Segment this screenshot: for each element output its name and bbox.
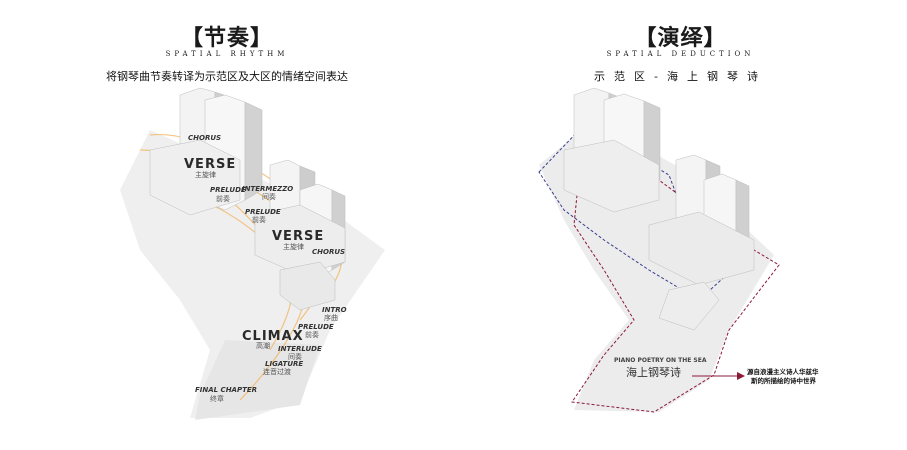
- label-verse-1-cn: 主旋律: [195, 170, 216, 179]
- sea-poem-boundary-red: [571, 124, 780, 413]
- label-intermezzo-cn: 间奏: [262, 192, 276, 201]
- label-chorus-1: CHORUS: [188, 134, 221, 142]
- rhythm-panel: 【节奏】 SPATIAL RHYTHM 将钢琴曲节奏转译为示范区及大区的情绪空间…: [106, 25, 385, 420]
- piano-poetry-label-en: PIANO POETRY ON THE SEA: [614, 357, 707, 364]
- rhythm-subtitle-cn: 将钢琴曲节奏转译为示范区及大区的情绪空间表达: [106, 70, 348, 83]
- deduction-panel: 【演绎】 SPATIAL DEDUCTION 示范区-海上钢琴诗 PIANO P…: [454, 0, 907, 450]
- label-prelude-1-cn: 前奏: [216, 194, 230, 203]
- deduction-subtitle-en: SPATIAL DEDUCTION: [606, 50, 755, 58]
- label-interlude-cn: 间奏: [288, 352, 302, 361]
- rhythm-subtitle-en: SPATIAL RHYTHM: [165, 50, 289, 58]
- rhythm-title: 【节奏】: [180, 25, 273, 51]
- deduction-buildings: [563, 87, 755, 331]
- label-ligature-cn: 连音过渡: [263, 367, 291, 376]
- label-verse-2-cn: 主旋律: [283, 242, 304, 251]
- label-prelude-3: PRELUDE: [298, 323, 334, 331]
- label-chorus-2: CHORUS: [312, 248, 345, 256]
- deduction-title: 【演绎】: [634, 25, 727, 51]
- label-verse-1: VERSE: [184, 157, 236, 172]
- site-ground-tail: [195, 340, 320, 420]
- annotation-arrow-head: [737, 372, 745, 380]
- label-intro-cn: 序曲: [324, 313, 338, 322]
- label-ligature: LIGATURE: [265, 360, 303, 368]
- label-climax: CLIMAX: [242, 329, 304, 344]
- rhythm-site-diagram: CHORUS VERSE 主旋律 PRELUDE 前奏 INTERMEZZO 间…: [120, 87, 385, 420]
- label-intro: INTRO: [322, 306, 347, 314]
- label-prelude-1: PRELUDE: [210, 186, 246, 194]
- label-prelude-2: PRELUDE: [245, 208, 281, 216]
- label-interlude: INTERLUDE: [278, 345, 322, 353]
- deduction-site-diagram: PIANO POETRY ON THE SEA 海上钢琴诗 源自浪漫主义诗人华兹…: [538, 87, 819, 413]
- label-intermezzo: INTERMEZZO: [242, 185, 293, 193]
- label-prelude-3-cn: 前奏: [305, 330, 319, 339]
- building-cluster-north: [149, 87, 263, 216]
- label-verse-2: VERSE: [272, 229, 324, 244]
- piano-poetry-label-cn: 海上钢琴诗: [626, 365, 681, 379]
- building-cluster-central: [254, 159, 346, 311]
- annotation-note-line1: 源自浪漫主义诗人华兹华: [747, 367, 819, 376]
- deduction-subtitle-cn: 示范区-海上钢琴诗: [594, 70, 767, 83]
- label-climax-cn: 高潮: [256, 341, 270, 350]
- label-final-chapter-cn: 终章: [210, 394, 224, 403]
- annotation-note-line2: 斯的所描绘的诗中世界: [751, 376, 817, 385]
- label-prelude-2-cn: 前奏: [252, 215, 266, 224]
- label-final-chapter: FINAL CHAPTER: [195, 386, 257, 394]
